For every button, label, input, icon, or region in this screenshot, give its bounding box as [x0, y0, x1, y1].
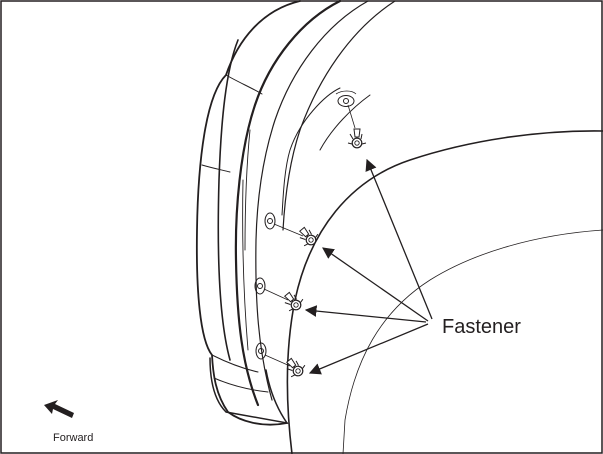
callout-arrow	[322, 247, 429, 322]
callout-arrow	[304, 305, 427, 323]
fastener	[297, 225, 322, 251]
fastener	[282, 290, 307, 316]
callout-arrow	[308, 323, 429, 375]
fasteners	[282, 128, 367, 382]
fastener-leaders	[263, 104, 356, 367]
fastener-label: Fastener	[442, 316, 521, 338]
callout-arrow	[365, 158, 433, 320]
mounting-hole	[335, 90, 357, 107]
forward-indicator: Forward	[44, 400, 93, 444]
mounting-hole	[264, 212, 276, 230]
wheel-arcs	[286, 130, 603, 454]
fastener	[347, 128, 367, 149]
callout-arrows	[304, 158, 433, 375]
forward-arrow-icon	[44, 400, 74, 418]
mounting-holes	[254, 90, 357, 360]
mounting-hole	[254, 277, 266, 295]
fender-liner	[195, 0, 396, 426]
fastener	[284, 356, 309, 382]
mounting-hole	[255, 342, 267, 360]
forward-label: Forward	[53, 432, 93, 444]
